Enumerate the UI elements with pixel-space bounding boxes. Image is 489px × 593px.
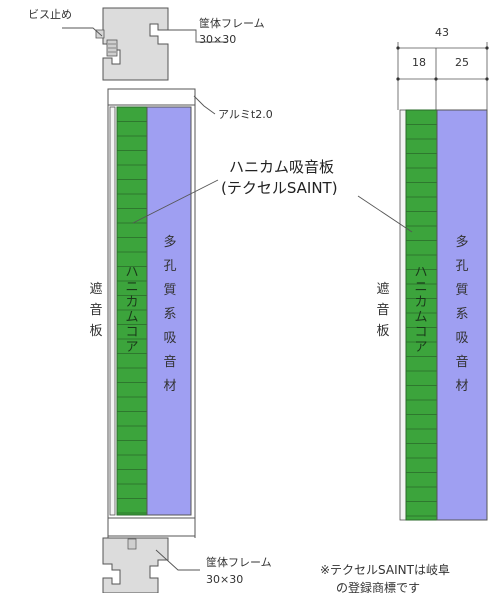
screw-label: ビス止め: [28, 8, 72, 21]
top-frame-label: 筐体フレーム: [199, 16, 265, 30]
vertical-char: コ: [414, 325, 427, 340]
vertical-char: ア: [414, 340, 427, 355]
dimension-absorber: 25: [455, 56, 469, 69]
insulation-label-right: 遮音板: [376, 281, 389, 339]
honeycomb-core-right-cells: [406, 124, 437, 517]
callout-lines: [62, 27, 413, 571]
vertical-char: ア: [125, 340, 138, 355]
bottom-frame-label: 筐体フレーム: [206, 555, 272, 569]
vertical-char: ム: [414, 310, 427, 325]
honeycomb-title: ハニカム吸音板: [229, 158, 334, 176]
bottom-frame: [102, 537, 169, 593]
vertical-char: 孔: [455, 259, 468, 274]
honeycomb-core-left-cells: [117, 121, 147, 514]
trademark-note-2: の登録商標です: [336, 580, 420, 593]
vertical-char: 吸: [455, 331, 468, 346]
insulation-label-left: 遮音板: [89, 281, 102, 339]
insulation-plate-left: [109, 106, 116, 516]
honeycomb-core-left: [116, 106, 148, 516]
top-frame-size: 30×30: [199, 33, 236, 46]
aluminum-plate-bottom: [107, 517, 196, 537]
vertical-char: 音: [163, 354, 176, 370]
top-frame: [102, 7, 169, 81]
insulation-plate-right: [399, 109, 407, 521]
honeycomb-core-right: [405, 109, 438, 521]
bottom-frame-size: 30×30: [206, 573, 243, 586]
vertical-char: ニ: [125, 280, 138, 295]
dimension-core: 18: [412, 56, 426, 69]
aluminum-label: アルミt2.0: [218, 108, 273, 121]
trademark-note-1: ※テクセルSAINTは岐阜: [320, 563, 450, 577]
vertical-char: 音: [89, 302, 102, 318]
porous-absorber-left: [146, 106, 192, 516]
vertical-char: コ: [125, 325, 138, 340]
vertical-char: カ: [125, 295, 138, 310]
vertical-char: ハ: [125, 265, 138, 280]
vertical-char: 材: [163, 379, 176, 394]
vertical-char: 多: [455, 234, 468, 250]
vertical-char: 板: [376, 324, 389, 339]
vertical-char: 系: [455, 307, 468, 322]
vertical-char: 系: [163, 307, 176, 322]
dimension-total: 43: [435, 26, 449, 39]
vertical-char: 質: [163, 283, 176, 298]
vertical-char: ム: [125, 310, 138, 325]
vertical-char: 質: [455, 283, 468, 298]
vertical-char: 吸: [163, 331, 176, 346]
aluminum-plate-top: [107, 88, 196, 106]
vertical-char: ハ: [414, 265, 427, 280]
dimension-lines: [396, 42, 489, 110]
vertical-char: 音: [376, 302, 389, 318]
vertical-char: 多: [163, 234, 176, 250]
vertical-char: 遮: [376, 281, 389, 297]
vertical-char: 板: [89, 324, 102, 339]
vertical-char: 材: [455, 379, 468, 394]
vertical-char: 音: [455, 354, 468, 370]
vertical-char: カ: [414, 295, 427, 310]
vertical-char: ニ: [414, 280, 427, 295]
vertical-char: 孔: [163, 259, 176, 274]
honeycomb-subtitle: (テクセルSAINT): [221, 179, 338, 197]
porous-absorber-right: [436, 109, 488, 521]
vertical-char: 遮: [89, 281, 102, 297]
